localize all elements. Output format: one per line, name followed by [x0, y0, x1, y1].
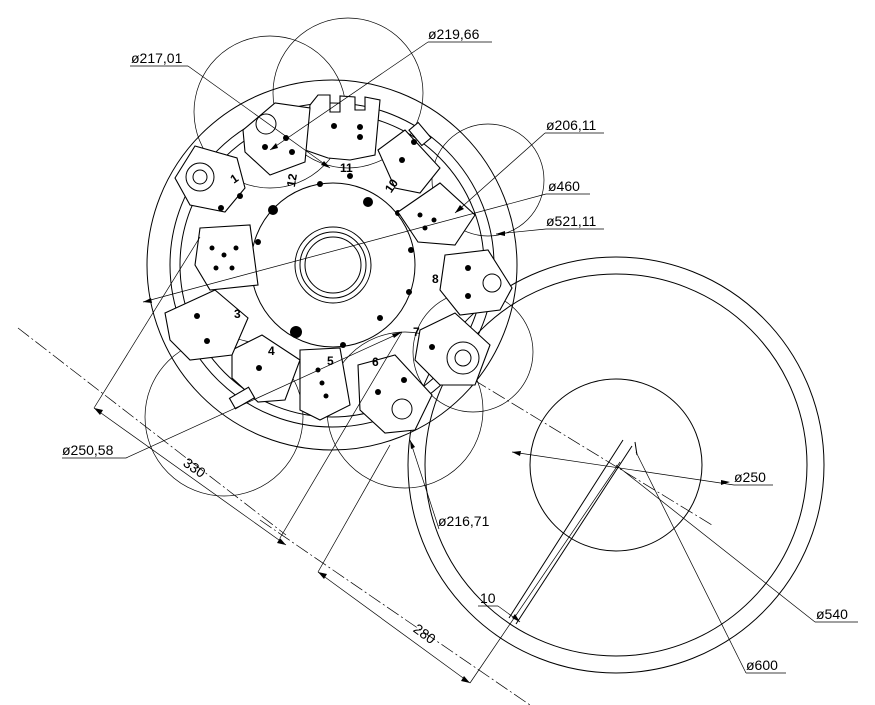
station-6: 6: [372, 355, 379, 369]
label-d216: ø216,71: [438, 513, 490, 529]
right-wheel: [407, 256, 825, 674]
station-3: 3: [234, 307, 241, 321]
label-d206: ø206,11: [546, 117, 597, 133]
holder-4: [231, 334, 301, 403]
station-12: 12: [284, 172, 300, 188]
outer-circle-600: [407, 256, 825, 674]
station-7: 7: [413, 325, 420, 339]
label-d600: ø600: [746, 657, 778, 673]
holder-top: [304, 94, 381, 161]
station-5: 5: [327, 354, 334, 368]
plate-bolts: [251, 173, 414, 348]
label-d219: ø219,66: [428, 26, 480, 42]
holder-9: [397, 182, 476, 246]
dimension-lines: [17, 41, 858, 705]
holder-7: [414, 312, 491, 386]
circle-540: [424, 273, 808, 657]
bore-mid: [299, 231, 367, 299]
holder-2: [194, 224, 259, 291]
holder-5: [299, 347, 351, 421]
station-11: 11: [340, 161, 353, 175]
bore-inner: [304, 236, 362, 294]
bore-outer: [294, 226, 372, 304]
label-d217: ø217,01: [131, 50, 183, 66]
tool-circle-3: [431, 123, 545, 237]
label-d250: ø250: [734, 469, 766, 485]
label-330: 330: [180, 454, 208, 481]
tool-holders: 1 3 4 5 6 7 8 10 11 12: [164, 94, 513, 434]
arrowheads: [94, 143, 730, 683]
holder-6: [357, 354, 433, 434]
label-10: 10: [480, 590, 496, 606]
holder-8: [439, 249, 513, 316]
holder-1: [174, 145, 246, 213]
label-d540: ø540: [816, 606, 848, 622]
station-4: 4: [268, 344, 275, 358]
label-d250-58: ø250,58: [62, 442, 114, 458]
spoke-a: [515, 445, 633, 625]
centerline: [473, 379, 713, 526]
circle-250: [529, 378, 703, 552]
holder-12: [242, 102, 311, 176]
label-d460: ø460: [548, 178, 580, 194]
label-280: 280: [410, 620, 438, 647]
tool-circle-2: [272, 17, 424, 169]
station-8: 8: [432, 272, 439, 286]
holder-10: [377, 129, 441, 194]
label-d521: ø521,11: [546, 213, 597, 229]
spoke-b: [508, 439, 624, 619]
